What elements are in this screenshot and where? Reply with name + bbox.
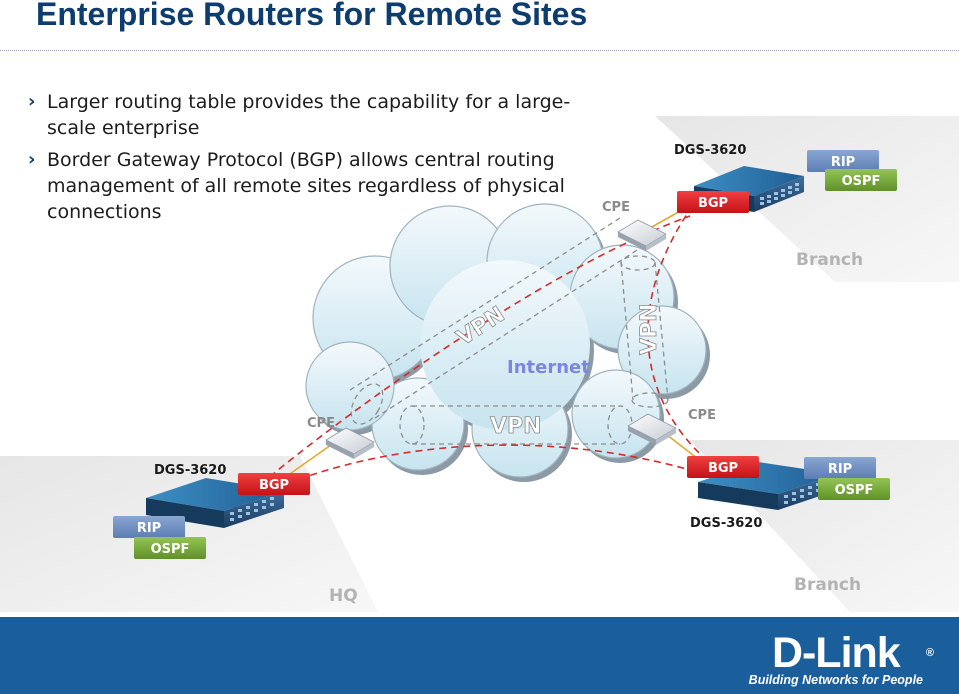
cpe-label-top: CPE bbox=[602, 200, 630, 215]
site-label-bottom-branch: Branch bbox=[794, 575, 861, 595]
bgp-label: BGP bbox=[708, 461, 738, 476]
chevron-right-icon: › bbox=[28, 149, 36, 170]
ospf-badge bbox=[818, 478, 890, 500]
title-divider bbox=[0, 50, 959, 51]
ospf-badge bbox=[825, 169, 897, 191]
site-label-hq: HQ bbox=[329, 586, 358, 606]
footer-bar: D-Link ® Building Networks for People bbox=[0, 617, 959, 694]
logo-text: D-Link bbox=[771, 629, 901, 677]
bullet-item: › Larger routing table provides the capa… bbox=[24, 89, 614, 141]
bgp-badge bbox=[238, 473, 310, 495]
rip-label: RIP bbox=[828, 462, 852, 477]
vpn-label-vertical: VPN bbox=[637, 303, 662, 355]
bgp-label: BGP bbox=[698, 196, 728, 211]
ospf-label: OSPF bbox=[151, 542, 190, 557]
bgp-badge bbox=[677, 191, 749, 213]
rip-badge bbox=[113, 516, 185, 538]
rip-label: RIP bbox=[137, 521, 161, 536]
ospf-label: OSPF bbox=[842, 174, 881, 189]
cpe-label-hq: CPE bbox=[307, 416, 335, 431]
cpe-device-top bbox=[617, 219, 667, 251]
cpe-label-bottom: CPE bbox=[688, 408, 716, 423]
vpn-tunnel-outlines bbox=[349, 217, 669, 445]
internet-label: Internet bbox=[507, 357, 590, 378]
bullet-item: › Border Gateway Protocol (BGP) allows c… bbox=[24, 147, 614, 225]
chevron-right-icon: › bbox=[28, 91, 36, 112]
internet-cloud bbox=[305, 203, 710, 482]
slide-title: Enterprise Routers for Remote Sites bbox=[36, 0, 588, 32]
top-branch-region bbox=[655, 116, 959, 282]
vpn-label-horizontal: VPN bbox=[490, 414, 542, 439]
bgp-badge bbox=[687, 456, 759, 478]
registered-mark: ® bbox=[925, 647, 934, 659]
site-label-top-branch: Branch bbox=[796, 250, 863, 270]
cpe-device-bottom bbox=[627, 413, 677, 445]
ospf-badge bbox=[134, 537, 206, 559]
ospf-label: OSPF bbox=[835, 483, 874, 498]
hq-region bbox=[0, 456, 378, 612]
device-label-hq: DGS-3620 bbox=[154, 463, 226, 478]
bullet-list: › Larger routing table provides the capa… bbox=[24, 89, 614, 231]
rip-badge bbox=[807, 150, 879, 172]
device-label-top: DGS-3620 bbox=[674, 143, 746, 158]
vpn-tunnel-diagonal bbox=[349, 217, 646, 425]
device-label-bottom: DGS-3620 bbox=[690, 516, 762, 531]
d-link-logo: D-Link ® Building Networks for People bbox=[748, 632, 934, 688]
rip-badge bbox=[804, 457, 876, 479]
bgp-label: BGP bbox=[259, 478, 289, 493]
bullet-text: Border Gateway Protocol (BGP) allows cen… bbox=[47, 149, 565, 223]
bullet-text: Larger routing table provides the capabi… bbox=[47, 91, 571, 139]
vpn-tunnel-vertical bbox=[620, 255, 669, 408]
cpe-device-hq bbox=[325, 427, 375, 459]
logo-tagline: Building Networks for People bbox=[748, 673, 923, 687]
route-hq-top-branch bbox=[232, 215, 691, 509]
rip-label: RIP bbox=[831, 155, 855, 170]
